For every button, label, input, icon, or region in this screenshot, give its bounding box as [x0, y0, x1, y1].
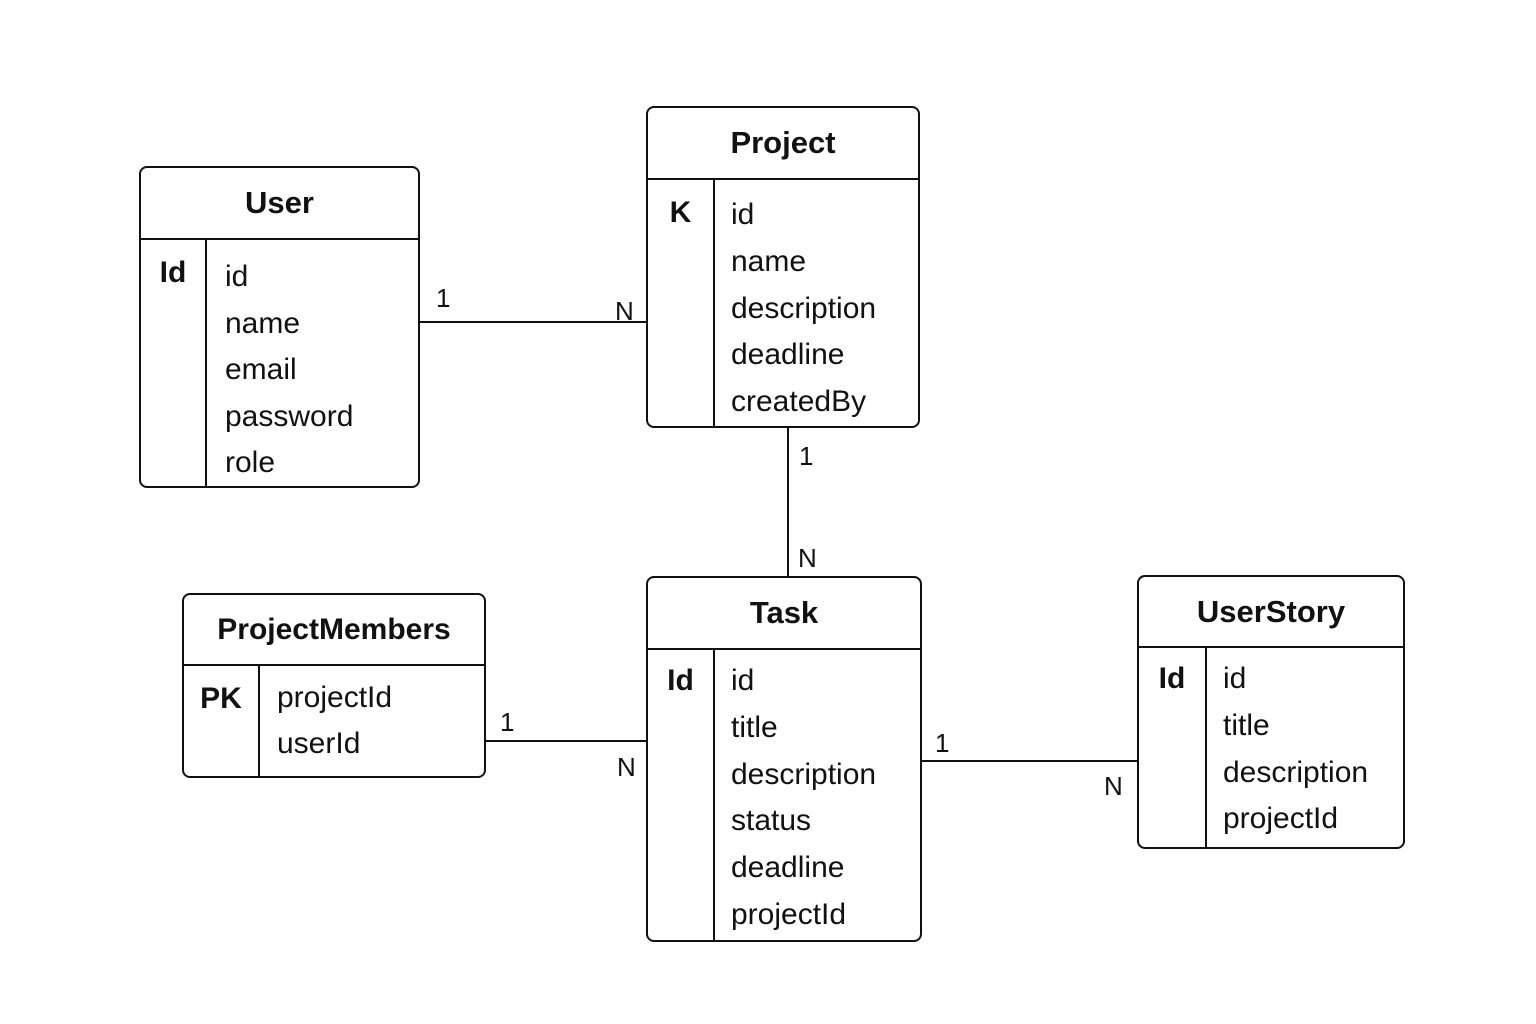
attribute-row: role: [225, 446, 276, 480]
entity-project-members-key: PK: [184, 666, 260, 776]
attribute-row: title: [731, 710, 778, 744]
entity-user-key: Id: [141, 240, 207, 486]
entity-project-attributes: id name description deadline createdBy: [715, 180, 918, 426]
attribute-row: email: [225, 353, 297, 387]
attribute-row: id: [731, 664, 755, 697]
entity-project-members[interactable]: ProjectMembers PK projectId userId: [182, 593, 486, 778]
attribute-row: name: [731, 244, 807, 278]
entity-user-body: Id id name email password role: [141, 240, 418, 486]
attribute-row: projectId: [731, 897, 847, 931]
attribute-row: password: [225, 399, 354, 433]
cardinality-task-userstory-one: 1: [935, 728, 950, 758]
entity-user-story-body: Id id title description projectId: [1139, 648, 1403, 847]
cardinality-members-task-one: 1: [500, 707, 515, 737]
attribute-row: description: [1223, 755, 1369, 789]
entity-project-members-title: ProjectMembers: [184, 595, 484, 666]
cardinality-project-task-many: N: [798, 543, 817, 573]
attribute-row: createdBy: [731, 385, 867, 419]
entity-project-members-body: PK projectId userId: [184, 666, 484, 776]
attribute-row: description: [731, 291, 877, 325]
attribute-row: description: [731, 757, 877, 791]
cardinality-members-task-many: N: [617, 752, 636, 782]
entity-task[interactable]: Task Id id title description status dead…: [646, 576, 922, 942]
cardinality-task-userstory-many: N: [1104, 771, 1123, 801]
attribute-row: id: [731, 198, 755, 231]
entity-task-attributes: id title description status deadline pro…: [715, 650, 920, 940]
attribute-row: id: [225, 260, 249, 293]
entity-task-title: Task: [648, 578, 920, 650]
entity-project[interactable]: Project K id name description deadline c…: [646, 106, 920, 428]
entity-task-key: Id: [648, 650, 715, 940]
entity-user[interactable]: User Id id name email password role: [139, 166, 420, 488]
entity-project-body: K id name description deadline createdBy: [648, 180, 918, 426]
attribute-row: title: [1223, 708, 1270, 742]
entity-user-story-title: UserStory: [1139, 577, 1403, 648]
attribute-row: projectId: [1223, 802, 1339, 836]
entity-user-story[interactable]: UserStory Id id title description projec…: [1137, 575, 1405, 849]
attribute-row: status: [731, 804, 812, 838]
attribute-row: id: [1223, 662, 1247, 695]
entity-project-members-attributes: projectId userId: [260, 666, 484, 776]
attribute-row: deadline: [731, 851, 845, 885]
cardinality-user-project-one: 1: [436, 283, 451, 313]
cardinality-project-task-one: 1: [799, 441, 814, 471]
entity-user-attributes: id name email password role: [207, 240, 418, 486]
entity-task-body: Id id title description status deadline …: [648, 650, 920, 940]
cardinality-user-project-many: N: [615, 296, 634, 326]
entity-project-title: Project: [648, 108, 918, 180]
attribute-row: deadline: [731, 338, 845, 372]
entity-project-key: K: [648, 180, 715, 426]
entity-user-title: User: [141, 168, 418, 240]
entity-user-story-key: Id: [1139, 648, 1207, 847]
entity-user-story-attributes: id title description projectId: [1207, 648, 1403, 847]
attribute-row: userId: [277, 727, 361, 760]
attribute-row: projectId: [277, 681, 393, 714]
attribute-row: name: [225, 306, 301, 340]
